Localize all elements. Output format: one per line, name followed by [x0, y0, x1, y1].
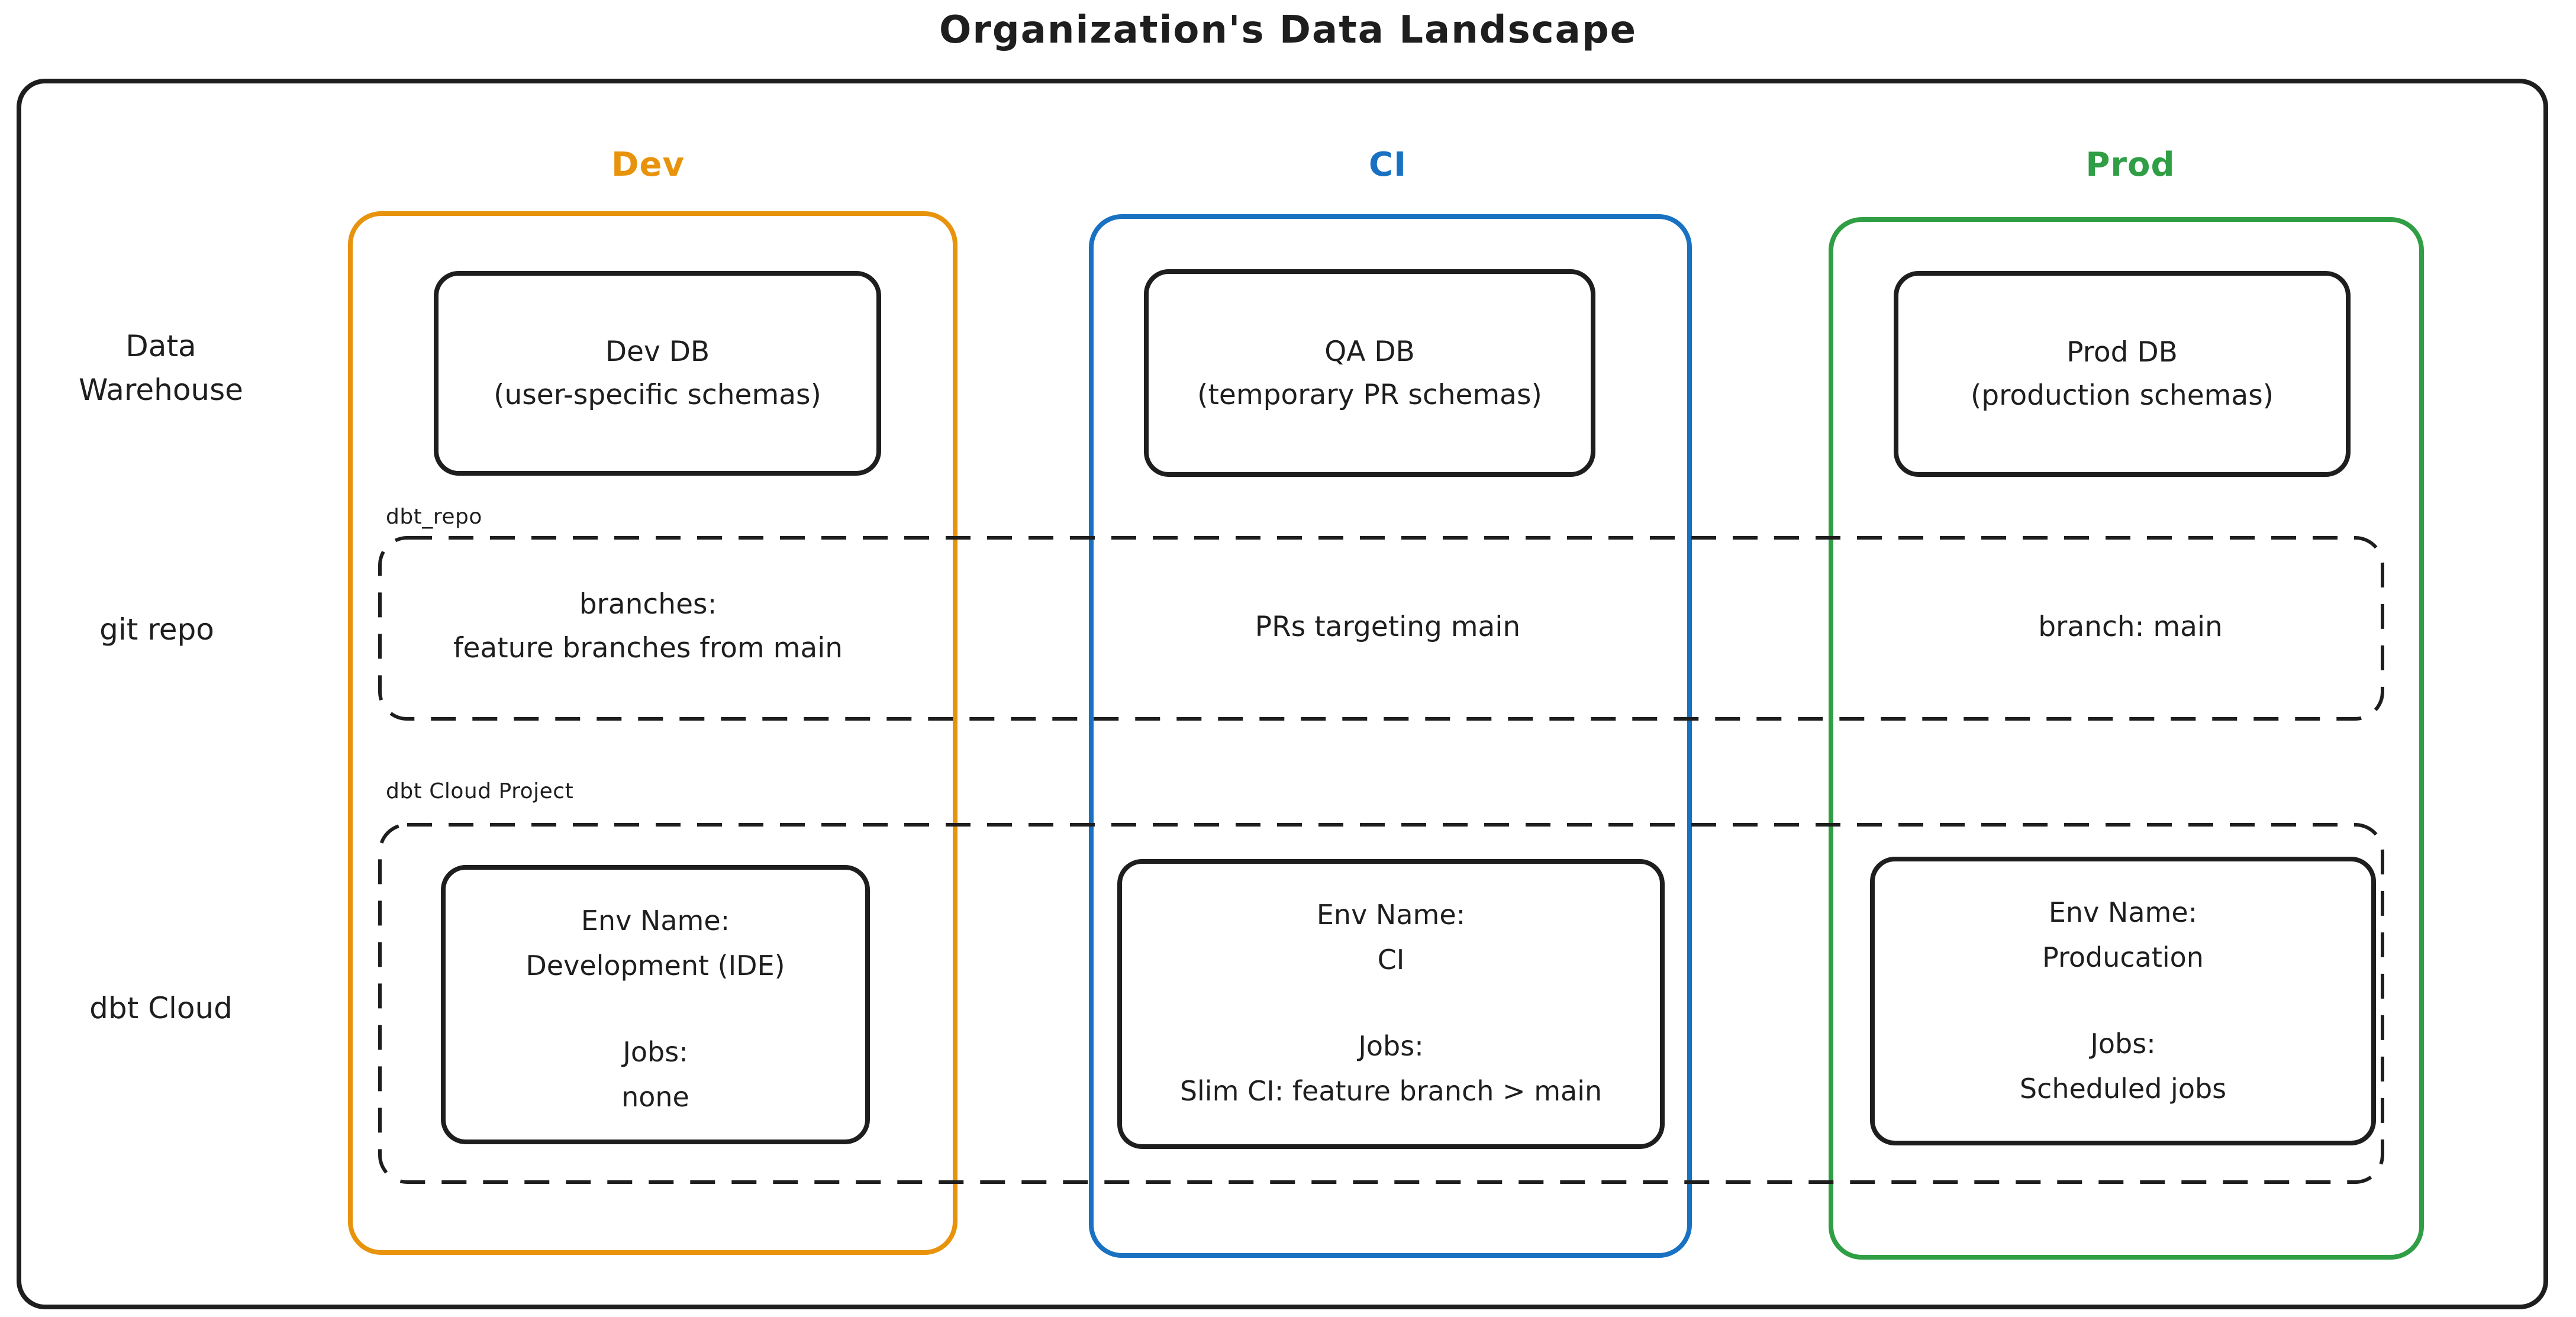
- prod-environment-box: Env Name: Producation Jobs: Scheduled jo…: [1870, 857, 2376, 1145]
- row-label-data-warehouse-line2: Warehouse: [79, 373, 243, 407]
- column-frame-ci: [1089, 214, 1692, 1258]
- dev-env-name-label: Env Name:: [581, 905, 730, 937]
- column-frame-dev: [348, 211, 957, 1255]
- qa-db-title: QA DB: [1324, 335, 1415, 368]
- prod-git-text: branch: main: [2038, 611, 2223, 643]
- dev-jobs-value: none: [621, 1081, 689, 1113]
- ci-env-name-value: CI: [1377, 944, 1405, 976]
- prod-env-name-value: Producation: [2042, 941, 2204, 973]
- ci-env-name-label: Env Name:: [1316, 899, 1466, 931]
- prod-db-box: Prod DB (production schemas): [1894, 271, 2351, 477]
- dev-jobs-label: Jobs:: [623, 1036, 688, 1068]
- row-label-data-warehouse: Data Warehouse: [79, 324, 243, 412]
- prod-db-subtitle: (production schemas): [1970, 379, 2274, 412]
- qa-db-subtitle: (temporary PR schemas): [1197, 378, 1542, 411]
- dev-environment-box: Env Name: Development (IDE) Jobs: none: [441, 865, 870, 1144]
- row-label-data-warehouse-line1: Data: [125, 329, 196, 363]
- column-header-prod: Prod: [2085, 146, 2175, 184]
- dbt-cloud-project-dashed-box: [378, 823, 2384, 1184]
- dev-git-text: branches: feature branches from main: [453, 583, 843, 670]
- dev-git-line1: branches:: [579, 588, 717, 621]
- outer-frame: [17, 79, 2548, 1309]
- dev-git-line2: feature branches from main: [453, 632, 843, 664]
- column-frame-prod: [1829, 217, 2424, 1260]
- column-header-dev: Dev: [611, 146, 685, 184]
- dev-db-box: Dev DB (user-specific schemas): [434, 271, 881, 476]
- prod-jobs-label: Jobs:: [2090, 1028, 2156, 1060]
- prod-jobs-value: Scheduled jobs: [2019, 1073, 2227, 1105]
- dev-db-title: Dev DB: [605, 335, 710, 368]
- row-label-git-repo: git repo: [99, 612, 214, 647]
- ci-jobs-value: Slim CI: feature branch > main: [1179, 1075, 1603, 1107]
- ci-jobs-label: Jobs:: [1358, 1030, 1424, 1062]
- ci-environment-box: Env Name: CI Jobs: Slim CI: feature bran…: [1117, 859, 1665, 1149]
- prod-env-name-label: Env Name:: [2048, 896, 2198, 928]
- qa-db-box: QA DB (temporary PR schemas): [1144, 269, 1595, 477]
- dev-env-name-value: Development (IDE): [525, 950, 785, 982]
- dev-db-subtitle: (user-specific schemas): [494, 379, 821, 411]
- row-label-dbt-cloud: dbt Cloud: [89, 991, 233, 1025]
- prod-db-title: Prod DB: [2066, 336, 2178, 369]
- git-repo-annotation: dbt_repo: [386, 505, 482, 529]
- dbt-cloud-project-annotation: dbt Cloud Project: [386, 779, 574, 803]
- ci-git-text: PRs targeting main: [1255, 611, 1521, 643]
- diagram-title: Organization's Data Landscape: [939, 8, 1637, 52]
- column-header-ci: CI: [1369, 146, 1407, 184]
- git-repo-dashed-box: [378, 536, 2384, 721]
